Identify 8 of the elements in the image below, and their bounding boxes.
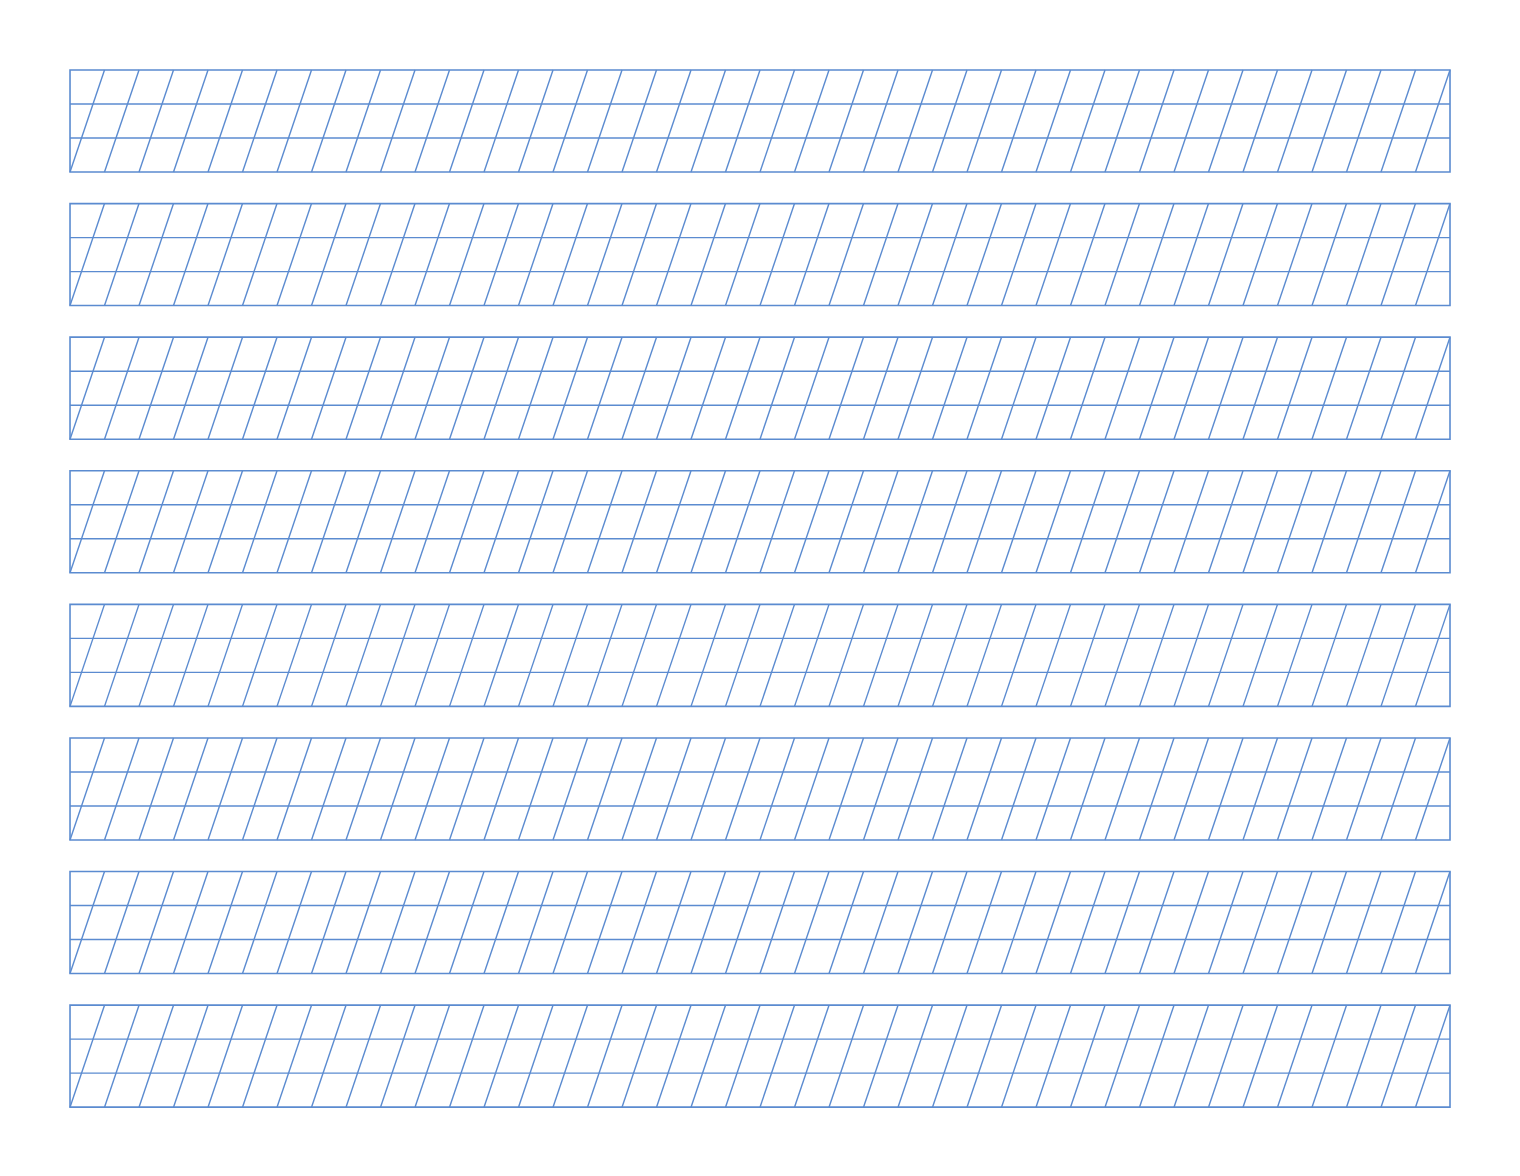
guideline-drawing	[69, 1004, 1451, 1108]
guideline-drawing	[69, 69, 1451, 173]
guideline-drawing	[69, 336, 1451, 440]
guideline-drawing	[69, 469, 1451, 574]
guideline-drawing	[69, 202, 1451, 307]
guideline-drawing	[69, 870, 1451, 975]
guideline-drawing	[69, 603, 1451, 708]
guideline-drawing	[69, 737, 1451, 841]
